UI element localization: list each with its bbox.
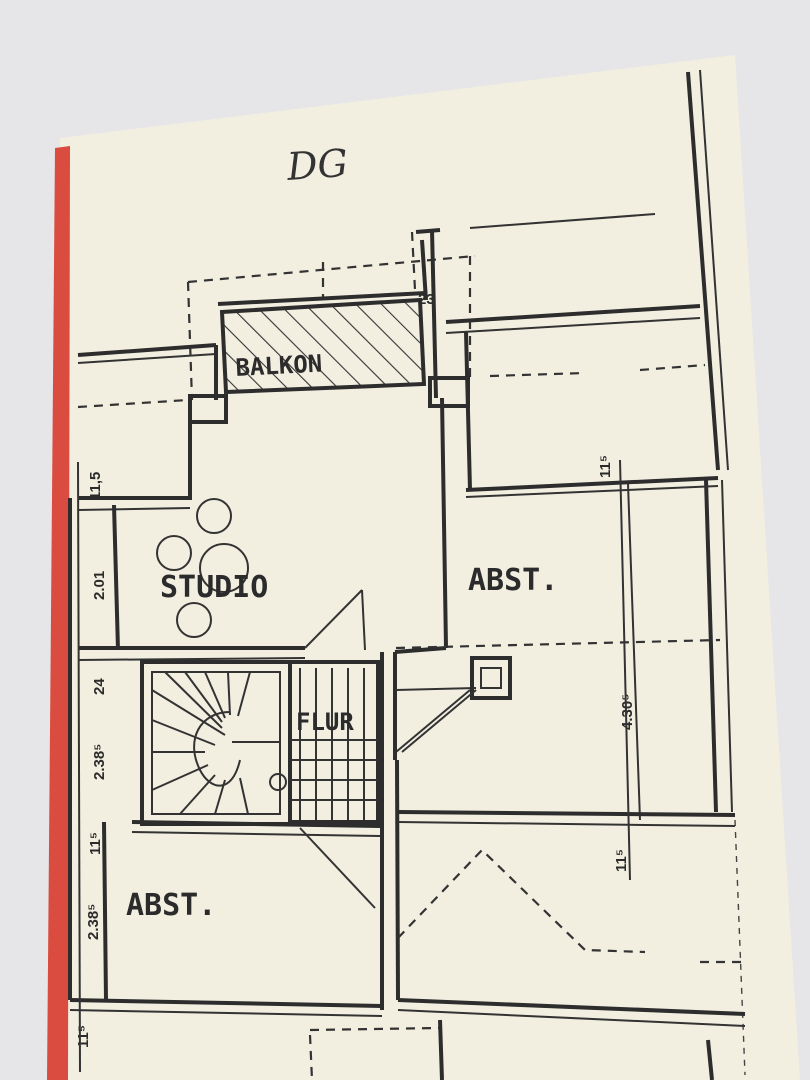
room-label-studio: STUDIO	[160, 570, 268, 605]
dim-right-115-bottom: 11⁵	[613, 849, 630, 872]
dim-right-4305: 4.30⁵	[619, 694, 636, 730]
dim-left-2385: 2.38⁵	[91, 744, 108, 780]
room-label-abst-right: ABST.	[468, 563, 558, 598]
dim-left-115-top: 11,5	[87, 472, 104, 500]
pillar-left	[188, 394, 228, 424]
room-label-abst-bottom: ABST.	[126, 888, 216, 923]
room-label-balkon: BALKON	[235, 349, 323, 381]
dim-right-115-top: 11⁵	[597, 455, 614, 478]
handwritten-title: DG	[285, 141, 350, 189]
dim-left-115-bottom: 11⁵	[75, 1025, 92, 1048]
hallway-grid	[288, 660, 380, 824]
balcony: BALKON 23	[217, 291, 435, 395]
chimney	[395, 656, 512, 753]
red-edge	[47, 146, 70, 1080]
dim-left-201: 2.01	[91, 571, 108, 600]
studio-furniture	[156, 498, 249, 638]
dim-left-115-mid: 11⁵	[87, 832, 104, 855]
dim-left-2385-low: 2.38⁵	[85, 904, 102, 940]
room-label-flur: FLUR	[296, 708, 354, 736]
dim-left-24: 24	[91, 678, 108, 695]
paper-sheet	[50, 55, 800, 1080]
right-outer-wall	[686, 69, 746, 1076]
